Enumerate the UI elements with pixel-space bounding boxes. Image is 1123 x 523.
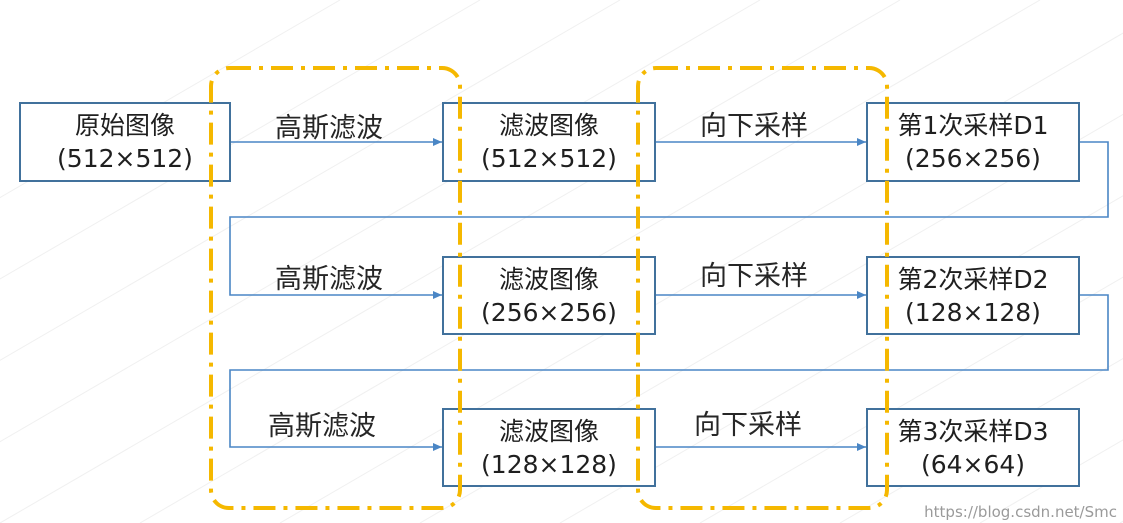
background-diagonal-line xyxy=(0,0,621,361)
node-title: 原始图像 xyxy=(74,111,175,140)
node-original-image: 原始图像 (512×512) xyxy=(19,102,231,182)
node-size: (64×64) xyxy=(920,449,1026,479)
background-diagonal-line xyxy=(0,0,341,199)
group-box-downsample xyxy=(636,66,889,510)
node-sample-d2: 第2次采样D2 (128×128) xyxy=(866,256,1080,335)
node-sample-d3: 第3次采样D3 (64×64) xyxy=(866,408,1080,487)
node-size: (128×128) xyxy=(481,449,617,479)
edge-label-gauss-1: 高斯滤波 xyxy=(275,113,383,144)
edge-label-down-1: 向下采样 xyxy=(700,111,808,142)
edge-label-gauss-3: 高斯滤波 xyxy=(268,411,376,442)
wrap-line-2 xyxy=(229,294,1109,451)
node-sample-d1: 第1次采样D1 (256×256) xyxy=(866,102,1080,182)
node-title: 滤波图像 xyxy=(498,264,599,294)
edge-label-down-2: 向下采样 xyxy=(700,261,808,292)
edge-label-gauss-2: 高斯滤波 xyxy=(275,264,383,295)
node-size: (512×512) xyxy=(57,144,193,173)
node-filtered-image-1: 滤波图像 (512×512) xyxy=(442,102,656,182)
background-diagonal-line xyxy=(0,0,761,443)
node-title: 第1次采样D1 xyxy=(897,111,1049,140)
node-title: 滤波图像 xyxy=(498,416,599,446)
node-size: (128×128) xyxy=(905,297,1041,327)
wrap-line-1 xyxy=(229,141,1109,299)
group-box-gaussian-filter xyxy=(209,66,462,510)
edge-label-down-3: 向下采样 xyxy=(694,410,802,441)
node-title: 第3次采样D3 xyxy=(897,416,1049,446)
background-diagonal-line xyxy=(699,276,1123,523)
node-title: 滤波图像 xyxy=(498,111,599,140)
watermark-text: https://blog.csdn.net/Smc xyxy=(924,503,1117,521)
background-diagonal-line xyxy=(0,0,481,280)
background-diagonal-line xyxy=(279,32,1123,523)
node-size: (256×256) xyxy=(481,297,617,327)
node-size: (512×512) xyxy=(481,144,617,173)
node-filtered-image-2: 滤波图像 (256×256) xyxy=(442,256,656,335)
node-title: 第2次采样D2 xyxy=(897,264,1049,294)
node-size: (256×256) xyxy=(905,144,1041,173)
node-filtered-image-3: 滤波图像 (128×128) xyxy=(442,408,656,487)
